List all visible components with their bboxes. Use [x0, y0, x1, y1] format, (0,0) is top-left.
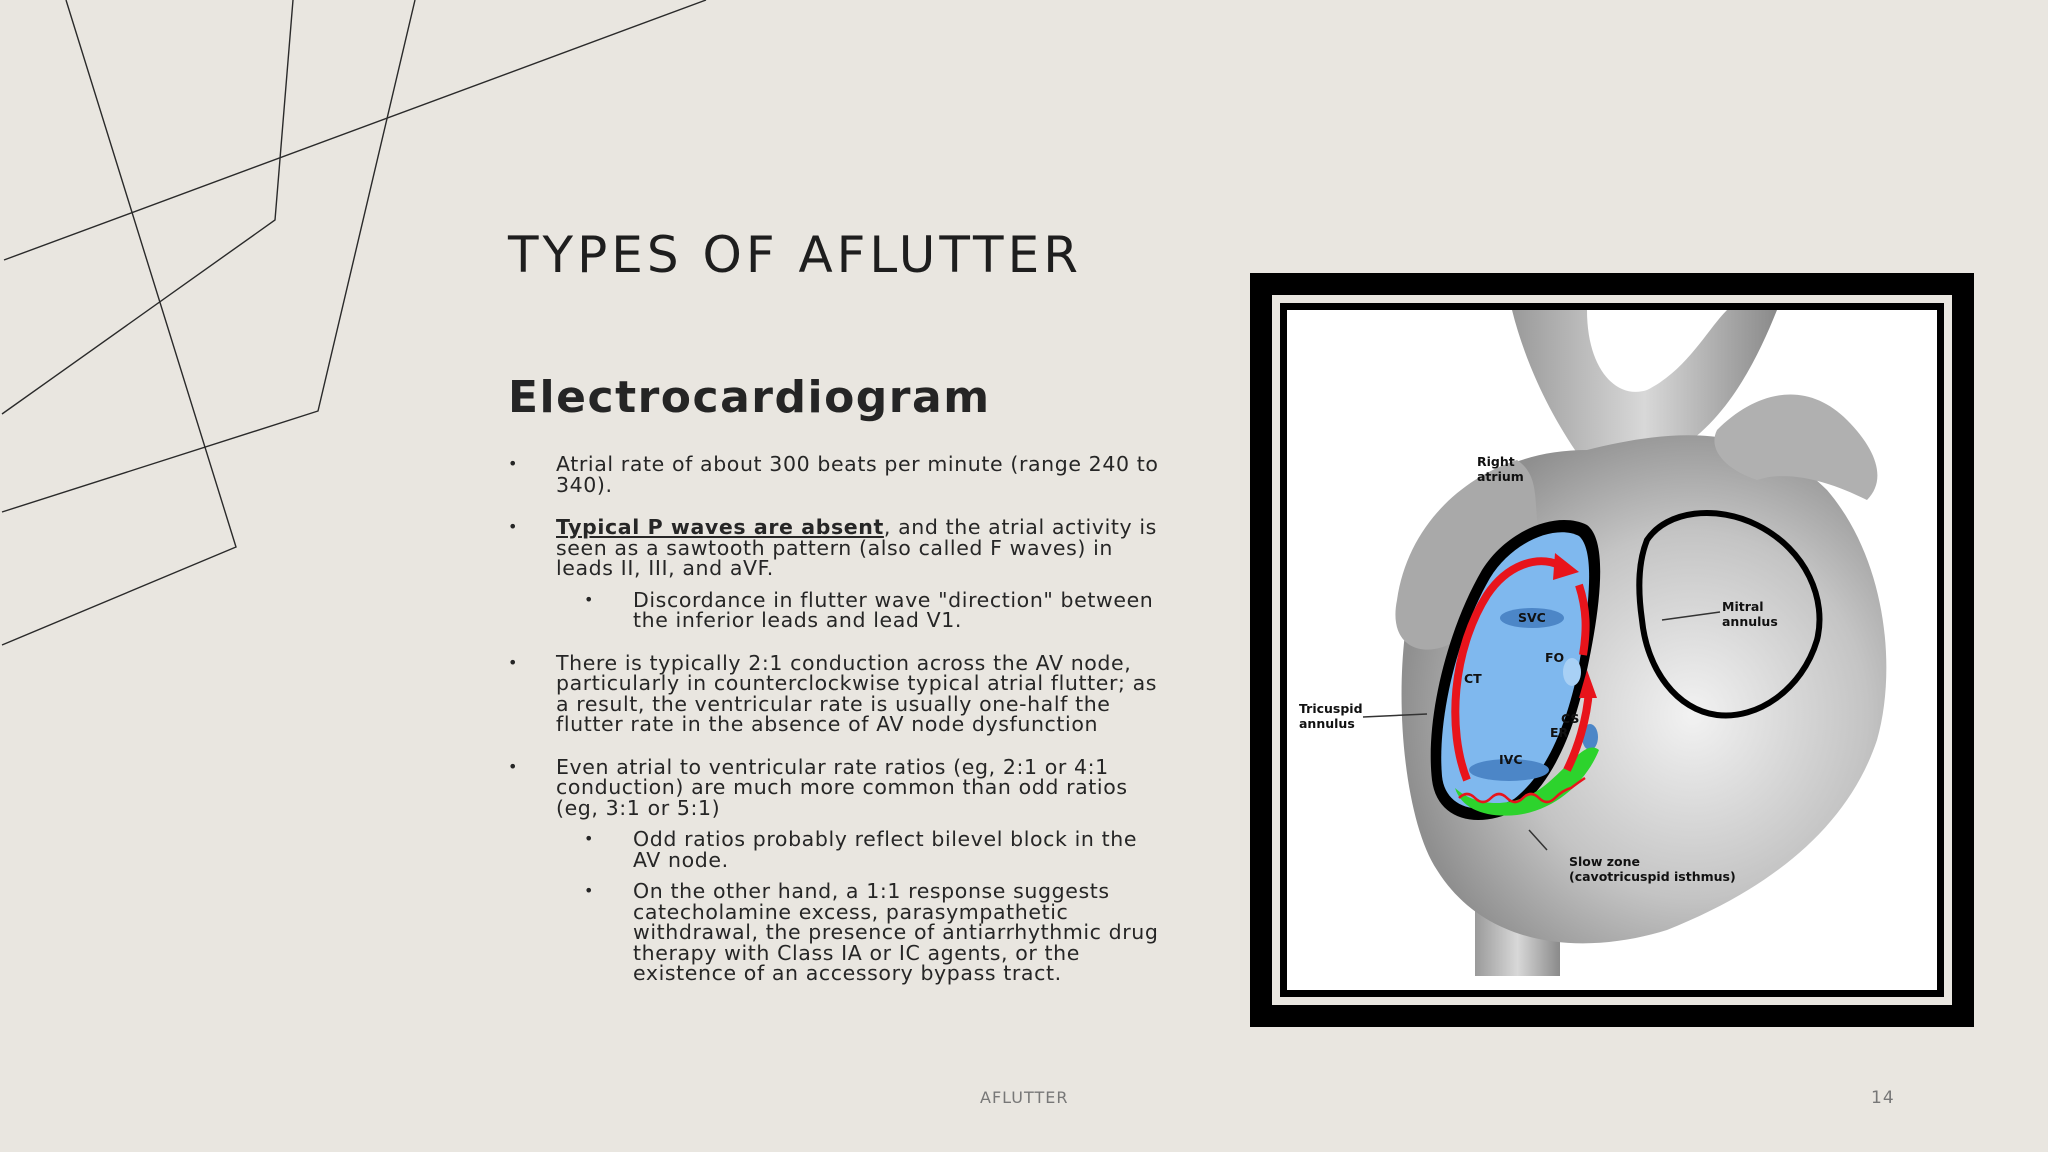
heart-illustration: Right atrium Mitral annulus Tricuspid an…	[1299, 310, 1887, 976]
slow-zone-shape	[1455, 747, 1599, 816]
aorta-shape	[1512, 310, 1777, 480]
fo-shape	[1563, 658, 1581, 686]
bullet-text: There is typically 2:1 conduction across…	[556, 650, 1158, 736]
bullet-text: Odd ratios probably reflect bilevel bloc…	[633, 827, 1138, 872]
sub-bullet-item: • Odd ratios probably reflect bilevel bl…	[508, 829, 1168, 870]
circuit-arrowhead-top	[1553, 553, 1579, 580]
slow-zone-leader-line	[1528, 829, 1548, 851]
label-er: ER	[1550, 725, 1569, 740]
circuit-arrowhead-mid	[1579, 670, 1597, 698]
atrium-blue-shape	[1441, 532, 1590, 809]
decorative-lines	[1, 0, 707, 646]
label-tricuspid: annulus	[1299, 716, 1355, 731]
label-slow-zone: Slow zone	[1569, 854, 1640, 869]
bullet-text: Atrial rate of about 300 beats per minut…	[556, 452, 1159, 497]
tricuspid-leader-line	[1362, 713, 1428, 718]
bullet-dot-icon: •	[508, 517, 519, 536]
label-right-atrium: atrium	[1477, 469, 1524, 484]
label-mitral: Mitral	[1722, 599, 1764, 614]
label-right-atrium: Right	[1477, 454, 1515, 469]
bullet-dot-icon: •	[508, 756, 519, 776]
mitral-leader-line	[1661, 611, 1721, 621]
bullet-item: • There is typically 2:1 conduction acro…	[508, 650, 1168, 736]
label-ct: CT	[1464, 671, 1482, 686]
bullet-dot-icon: •	[508, 454, 519, 473]
label-mitral: annulus	[1722, 614, 1778, 629]
right-atrial-appendage-shape	[1395, 460, 1547, 650]
bullet-text: On the other hand, a 1:1 response sugges…	[633, 879, 1159, 985]
bullet-text: Even atrial to ventricular rate ratios (…	[556, 754, 1128, 820]
svc-opening-shape	[1500, 608, 1564, 628]
heart-diagram: Right atrium Mitral annulus Tricuspid an…	[1287, 310, 1937, 990]
bullet-item: • Atrial rate of about 300 beats per min…	[508, 454, 1168, 495]
label-cs: CS	[1561, 711, 1579, 726]
bullet-item: • Even atrial to ventricular rate ratios…	[508, 754, 1168, 820]
mitral-annulus-shape	[1636, 510, 1823, 719]
heart-diagram-frame: Right atrium Mitral annulus Tricuspid an…	[1250, 273, 1974, 1027]
sub-bullet-list: • Odd ratios probably reflect bilevel bl…	[508, 829, 1168, 984]
slide-title: TYPES OF AFLUTTER	[508, 226, 1082, 284]
bullet-emphasis: Typical P waves are absent	[556, 515, 884, 539]
ivc-opening-shape	[1469, 759, 1549, 781]
circuit-arrow-path-right	[1563, 583, 1593, 772]
label-fo: FO	[1545, 650, 1564, 665]
label-svc: SVC	[1518, 610, 1546, 625]
label-ivc: IVC	[1499, 752, 1523, 767]
bullet-list: • Atrial rate of about 300 beats per min…	[508, 454, 1168, 1006]
sub-bullet-item: • Discordance in flutter wave "direction…	[508, 587, 1168, 632]
bullet-dot-icon: •	[584, 829, 595, 848]
circuit-arrow-path	[1451, 557, 1561, 782]
label-slow-zone: (cavotricuspid isthmus)	[1569, 869, 1736, 884]
bullet-dot-icon: •	[508, 652, 519, 672]
bullet-dot-icon: •	[584, 589, 595, 609]
bullet-text: , and the atrial activity is seen as a s…	[556, 515, 1157, 580]
bullet-dot-icon: •	[584, 881, 595, 900]
slow-zone-wave	[1458, 776, 1586, 804]
bullet-item: • Typical P waves are absent, and the at…	[508, 517, 1168, 579]
footer-title: AFLUTTER	[980, 1088, 1069, 1107]
left-atrial-appendage-shape	[1714, 394, 1878, 500]
sub-bullet-item: • On the other hand, a 1:1 response sugg…	[508, 881, 1168, 984]
label-tricuspid: Tricuspid	[1299, 701, 1363, 716]
sub-bullet-list: • Discordance in flutter wave "direction…	[508, 587, 1168, 632]
page-number: 14	[1871, 1088, 1895, 1108]
section-subtitle: Electrocardiogram	[508, 372, 991, 423]
bullet-text: Discordance in flutter wave "direction" …	[633, 587, 1154, 632]
